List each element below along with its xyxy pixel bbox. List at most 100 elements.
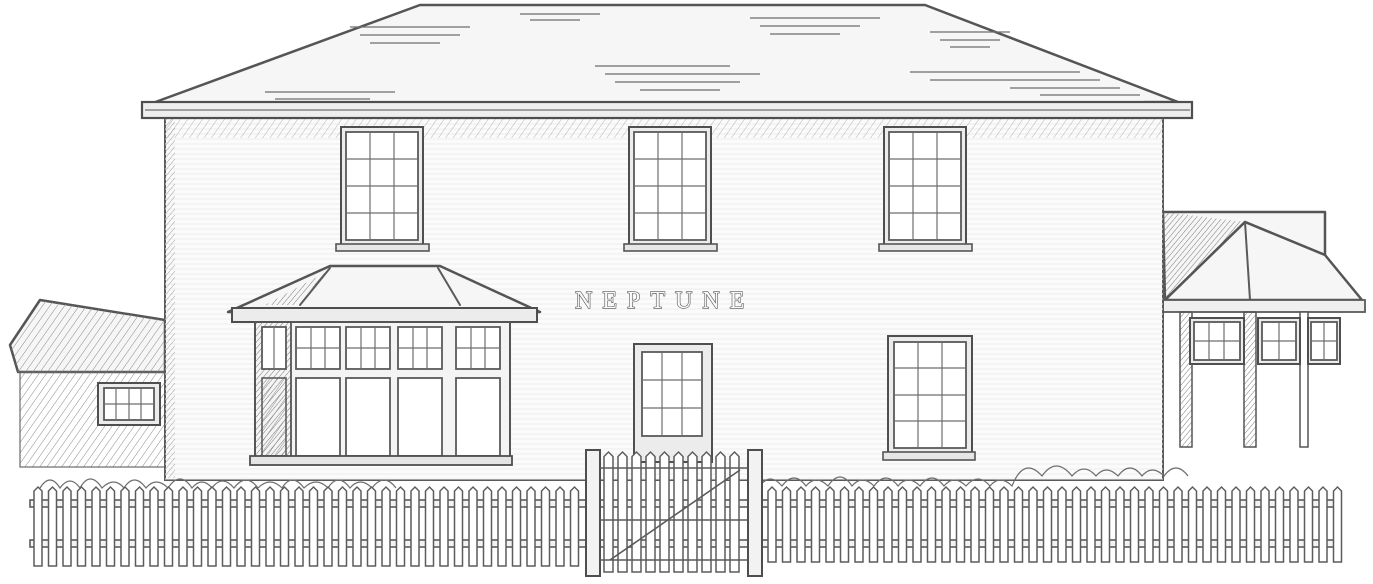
- fence-picket: [47, 485, 58, 567]
- fence-picket: [1216, 485, 1227, 563]
- fence-picket: [912, 485, 922, 563]
- fence-picket: [468, 485, 478, 567]
- fence-picket: [883, 485, 893, 563]
- fence-picket: [149, 485, 159, 567]
- fence-picket: [603, 450, 614, 573]
- fence-picket: [236, 485, 246, 567]
- fence-picket: [645, 450, 656, 573]
- upper-window-left: [335, 126, 430, 252]
- fence-picket: [1057, 485, 1067, 563]
- fence-picket: [395, 485, 406, 567]
- fence-picket: [366, 485, 377, 567]
- fence-picket: [511, 485, 522, 567]
- fence-picket: [1086, 485, 1096, 563]
- fence-picket: [796, 485, 806, 563]
- fence-picket: [178, 485, 188, 567]
- fence-picket: [76, 485, 87, 567]
- fence-picket: [1318, 485, 1328, 563]
- fence-picket: [410, 485, 420, 567]
- fence-picket: [1173, 485, 1183, 563]
- fence-picket: [555, 485, 565, 567]
- fence-picket: [1013, 485, 1024, 563]
- fence-picket: [352, 485, 362, 567]
- gate-rail: [609, 469, 741, 561]
- right-annex: [1159, 210, 1366, 448]
- fence-picket: [781, 485, 792, 563]
- fence-picket: [91, 485, 101, 567]
- main-roof: [140, 3, 1194, 120]
- house-name-sign: NEPTUNE: [575, 288, 754, 314]
- fence-picket: [1158, 485, 1169, 563]
- fence-picket: [279, 485, 290, 567]
- fence-picket: [839, 485, 850, 563]
- fence-picket: [701, 450, 712, 573]
- upper-window-center: [623, 126, 718, 252]
- left-annex: [8, 298, 167, 468]
- fence-picket: [1332, 485, 1343, 563]
- fence-picket: [308, 485, 319, 567]
- fence-picket: [729, 450, 740, 573]
- fence-picket: [33, 485, 43, 567]
- picket-fence: [29, 449, 1343, 577]
- garden-gate: [600, 450, 748, 573]
- fence-picket: [715, 450, 726, 573]
- fence-picket: [1231, 485, 1241, 563]
- fence-picket: [1187, 485, 1198, 563]
- fence-picket: [1028, 485, 1038, 563]
- right-annex-window-2: [1257, 317, 1301, 365]
- fence-picket: [453, 485, 464, 567]
- fence-picket: [1071, 485, 1082, 563]
- fence-picket: [337, 485, 348, 567]
- fence-picket: [631, 450, 642, 573]
- fence-picket: [1144, 485, 1154, 563]
- right-annex-window-1: [1189, 317, 1245, 365]
- fence-picket: [868, 485, 879, 563]
- fence-picket: [955, 485, 966, 563]
- fence-picket: [323, 485, 333, 567]
- front-door: [633, 343, 713, 463]
- fence-picket: [825, 485, 835, 563]
- fence-picket: [265, 485, 275, 567]
- fence-picket: [970, 485, 980, 563]
- fence-picket: [1115, 485, 1125, 563]
- fence-picket: [941, 485, 951, 563]
- right-annex-window-3: [1307, 317, 1341, 365]
- fence-picket: [439, 485, 449, 567]
- fence-picket: [767, 485, 777, 563]
- fence-picket: [482, 485, 493, 567]
- fence-picket: [1245, 485, 1256, 563]
- upper-window-right: [878, 126, 973, 252]
- roof-tile-patches: [265, 13, 1140, 100]
- fence-picket: [569, 485, 580, 567]
- fence-picket: [617, 450, 628, 573]
- fence-picket: [1042, 485, 1053, 563]
- fence-picket: [1274, 485, 1285, 563]
- left-annex-window: [97, 382, 161, 426]
- fence-picket: [526, 485, 536, 567]
- fence-picket: [1289, 485, 1299, 563]
- fence-picket: [120, 485, 130, 567]
- fence-picket: [497, 485, 507, 567]
- lower-window-right: [882, 335, 976, 461]
- fence-picket: [134, 485, 145, 567]
- fence-picket: [999, 485, 1009, 563]
- fence-picket: [1129, 485, 1140, 563]
- fence-picket: [1100, 485, 1111, 563]
- fence-picket: [105, 485, 116, 567]
- fence-picket: [1202, 485, 1212, 563]
- fence-picket: [1260, 485, 1270, 563]
- fence-picket: [192, 485, 203, 567]
- fence-picket: [1303, 485, 1314, 563]
- fence-picket: [424, 485, 435, 567]
- fence-picket: [984, 485, 995, 563]
- bay-window: [226, 264, 542, 466]
- fence-picket: [687, 450, 698, 573]
- fence-picket: [810, 485, 821, 563]
- fence-picket: [897, 485, 908, 563]
- fence-picket: [854, 485, 864, 563]
- fence-picket: [207, 485, 217, 567]
- fence-picket: [294, 485, 304, 567]
- fence-picket: [540, 485, 551, 567]
- fence-pickets: [33, 485, 1343, 567]
